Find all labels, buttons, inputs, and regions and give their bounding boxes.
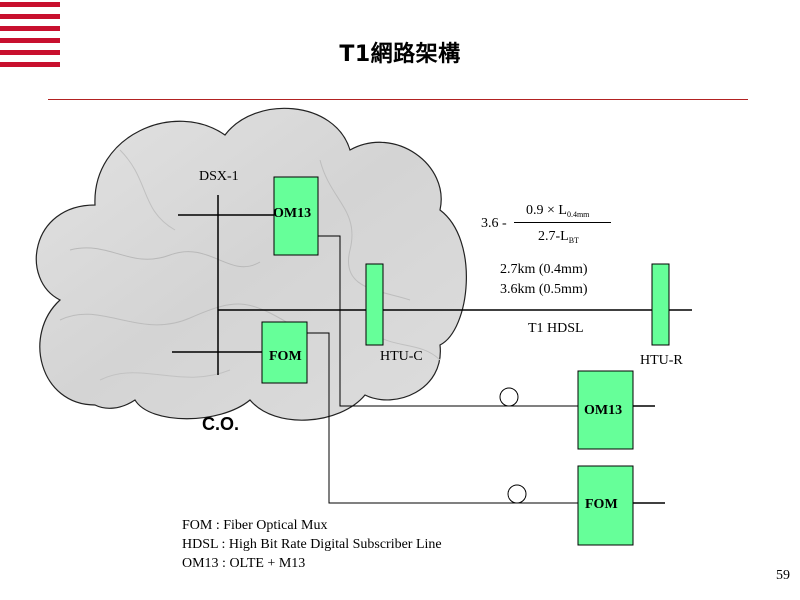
om13-fiber-line bbox=[318, 235, 578, 407]
fom-remote-label: FOM bbox=[585, 497, 618, 512]
stripe bbox=[0, 62, 60, 67]
fom-co-label: FOM bbox=[269, 349, 302, 364]
legend-fom: FOM : Fiber Optical Mux bbox=[182, 518, 328, 533]
title-divider bbox=[48, 99, 748, 100]
stripe bbox=[0, 38, 60, 43]
om13-remote-label: OM13 bbox=[584, 403, 623, 418]
page-number: 59 bbox=[776, 568, 790, 583]
htu-c-label: HTU-C bbox=[380, 349, 423, 364]
htu-r-box bbox=[651, 263, 670, 346]
stripe bbox=[0, 26, 60, 31]
htu-r-label: HTU-R bbox=[640, 353, 683, 368]
htu-c-box bbox=[365, 263, 384, 346]
dsx1-label: DSX-1 bbox=[199, 169, 239, 184]
stripe bbox=[0, 2, 60, 7]
distance-04mm: 2.7km (0.4mm) bbox=[500, 262, 588, 277]
fom-co-box bbox=[261, 321, 308, 384]
formula-denominator: 2.7-LBT bbox=[538, 229, 579, 245]
formula-numerator-main: 0.9 × L bbox=[526, 203, 567, 218]
legend-hdsl: HDSL : High Bit Rate Digital Subscriber … bbox=[182, 537, 442, 552]
fraction-rule bbox=[514, 222, 611, 223]
fom-fiber-line bbox=[307, 332, 578, 504]
legend-om13: OM13 : OLTE + M13 bbox=[182, 556, 306, 571]
t1-hdsl-label: T1 HDSL bbox=[528, 321, 584, 336]
formula-numerator-sub: 0.4mm bbox=[566, 210, 590, 219]
fiber-connector-icon bbox=[507, 484, 527, 504]
fom-remote-box bbox=[577, 465, 634, 546]
central-office-cloud bbox=[35, 107, 467, 421]
formula-denominator-main: 2.7-L bbox=[538, 229, 569, 244]
central-office-label: C.O. bbox=[202, 414, 240, 434]
stripe bbox=[0, 50, 60, 55]
equipment-boxes bbox=[261, 176, 670, 546]
om13-remote-box bbox=[577, 370, 634, 450]
formula-numerator: 0.9 × L0.4mm bbox=[526, 203, 589, 219]
slide-title: T1網路架構 bbox=[339, 42, 461, 67]
connection-lines bbox=[172, 195, 692, 504]
formula-prefix: 3.6 - bbox=[481, 216, 507, 231]
stripe bbox=[0, 14, 60, 19]
om13-co-label: OM13 bbox=[273, 206, 312, 221]
distance-05mm: 3.6km (0.5mm) bbox=[500, 282, 588, 297]
fiber-connector-icon bbox=[499, 387, 519, 407]
formula-denominator-sub: BT bbox=[568, 236, 579, 245]
title-stripes-decoration bbox=[0, 0, 60, 72]
om13-co-box bbox=[273, 176, 319, 256]
